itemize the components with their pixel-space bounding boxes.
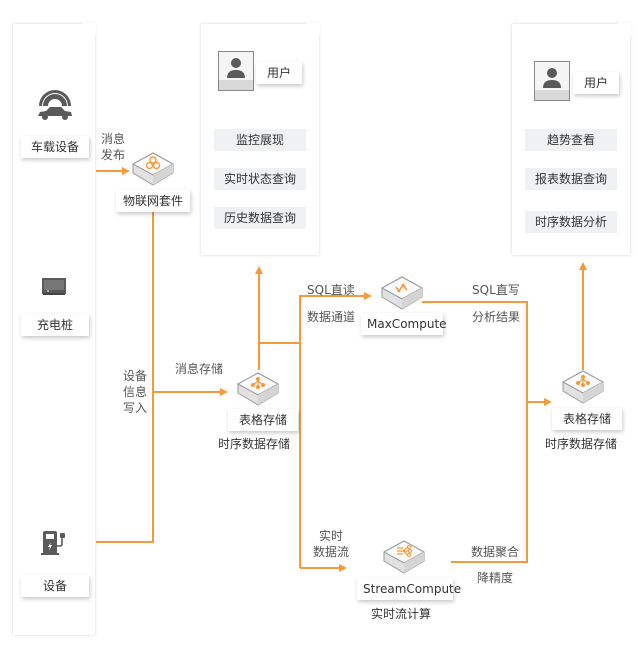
label-msg-store: 消息存储 xyxy=(175,362,224,376)
label-aggregate: 数据聚合 xyxy=(471,545,520,559)
menu-item-history-query[interactable]: 历史数据查询 xyxy=(214,207,306,229)
user-label-1: 用户 xyxy=(256,62,302,84)
label-data-channel: 数据通道 xyxy=(307,310,356,324)
stream-compute-icon xyxy=(383,540,425,574)
avatar xyxy=(534,61,570,101)
menu-item-report-query[interactable]: 报表数据查询 xyxy=(525,168,617,190)
flow-stream-to-store2 xyxy=(451,398,552,563)
menu-item-timeseries-analysis[interactable]: 时序数据分析 xyxy=(525,211,617,233)
node-caption-stream-compute: 实时流计算 xyxy=(371,607,432,621)
label-publish-line1: 消息 xyxy=(101,132,126,146)
node-label-maxcompute: MaxCompute xyxy=(361,313,447,335)
label-realtime-stream-line1: 实时 xyxy=(319,529,344,543)
avatar xyxy=(218,51,254,91)
device-label-charging-pile: 充电桩 xyxy=(21,314,89,336)
iot-suite-icon xyxy=(132,152,174,186)
label-realtime-stream-line2: 数据流 xyxy=(313,545,350,559)
node-caption-table-store-2: 时序数据存储 xyxy=(545,437,618,451)
panel-corner xyxy=(306,23,320,37)
label-publish: 消息 发布 xyxy=(101,131,125,163)
node-label-table-store-1: 表格存储 xyxy=(228,409,298,431)
menu-item-trend[interactable]: 趋势查看 xyxy=(525,129,617,151)
car-signal-icon xyxy=(38,90,72,120)
panel-corner xyxy=(82,23,96,37)
node-label-table-store-2: 表格存储 xyxy=(552,408,622,430)
device-label-device: 设备 xyxy=(21,575,89,597)
charging-pile-icon xyxy=(42,278,66,295)
node-label-iot: 物联网套件 xyxy=(116,190,190,212)
user-icon xyxy=(543,68,561,88)
user-label-2: 用户 xyxy=(573,72,619,94)
label-sql-read: SQL直读 xyxy=(307,283,355,297)
label-realtime-stream: 实时 数据流 xyxy=(313,528,349,560)
menu-item-monitor[interactable]: 监控展现 xyxy=(214,129,306,151)
flow-to-maxcompute xyxy=(299,292,372,568)
user-icon xyxy=(227,58,245,78)
panel-corner xyxy=(617,23,631,37)
ev-charger-icon xyxy=(41,531,65,555)
label-device-write-line3: 写入 xyxy=(123,401,148,415)
table-store-icon xyxy=(237,372,279,406)
label-analysis-result: 分析结果 xyxy=(472,310,521,324)
maxcompute-icon xyxy=(381,276,423,310)
label-device-write-line2: 信息 xyxy=(123,385,148,399)
label-sql-write: SQL直写 xyxy=(472,283,520,297)
label-publish-line2: 发布 xyxy=(101,148,126,162)
menu-item-realtime-status[interactable]: 实时状态查询 xyxy=(214,168,306,190)
label-downsample: 降精度 xyxy=(477,571,514,585)
node-caption-table-store-1: 时序数据存储 xyxy=(218,437,291,451)
device-label-car: 车载设备 xyxy=(21,136,89,158)
flow-maxcompute-to-store2 xyxy=(422,301,528,402)
flow-device-to-store xyxy=(96,392,154,543)
table-store-icon xyxy=(562,370,604,404)
label-device-write-line1: 设备 xyxy=(123,369,148,383)
label-device-write: 设备 信息 写入 xyxy=(123,368,147,416)
node-label-stream-compute: StreamCompute xyxy=(357,578,461,600)
